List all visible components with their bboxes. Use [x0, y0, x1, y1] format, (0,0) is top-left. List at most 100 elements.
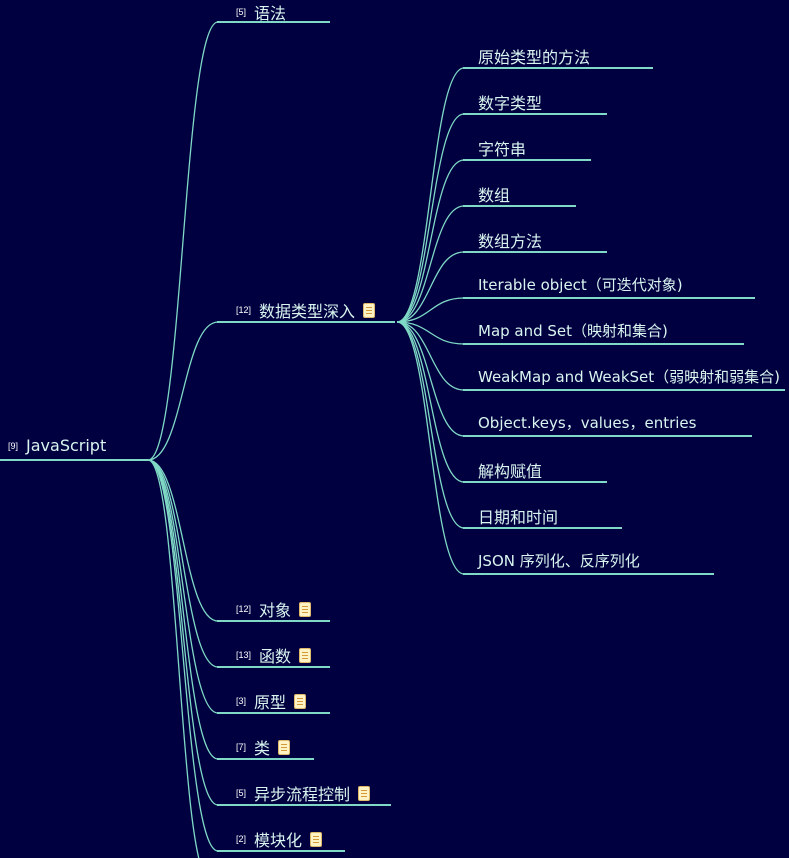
node-count: [13] — [236, 650, 252, 660]
node-label: 字符串 — [478, 140, 527, 159]
child-link — [396, 297, 465, 323]
node-label: JSON 序列化、反序列化 — [478, 552, 640, 570]
child-node[interactable]: Object.keys，values，entries — [478, 412, 696, 433]
branch-link — [147, 459, 200, 858]
child-node[interactable]: WeakMap and WeakSet（弱映射和弱集合) — [478, 366, 780, 387]
node-label: 原型 — [254, 693, 287, 712]
node-count: [12] — [236, 604, 252, 614]
branch-node-prototype[interactable]: [3] 原型 — [236, 689, 307, 713]
child-underline — [463, 159, 591, 161]
branch-node-yufa[interactable]: [5] 语法 — [236, 0, 286, 24]
branch-underline — [217, 321, 395, 323]
child-link — [396, 113, 465, 323]
child-underline — [463, 573, 714, 575]
node-count: [7] — [236, 742, 247, 752]
branch-link — [147, 321, 219, 461]
note-icon[interactable] — [363, 302, 376, 318]
child-underline — [463, 67, 653, 69]
note-icon[interactable] — [299, 601, 312, 617]
note-icon[interactable] — [299, 647, 312, 663]
note-icon[interactable] — [358, 785, 371, 801]
node-label: 语法 — [254, 4, 287, 23]
child-node[interactable]: 数字类型 — [478, 90, 542, 114]
node-label: 数据类型深入 — [259, 302, 356, 321]
branch-link — [147, 459, 219, 714]
branch-link — [147, 21, 219, 461]
child-link — [396, 159, 465, 323]
child-underline — [463, 481, 607, 483]
node-count: [5] — [236, 7, 247, 17]
child-link — [396, 67, 465, 323]
node-label: JavaScript — [26, 436, 107, 455]
node-label: 模块化 — [254, 831, 303, 850]
branch-underline — [217, 666, 330, 668]
branch-underline — [217, 850, 345, 852]
branch-underline — [217, 620, 330, 622]
child-node[interactable]: JSON 序列化、反序列化 — [478, 550, 640, 571]
node-label: 数组 — [478, 186, 511, 205]
child-node[interactable]: 字符串 — [478, 136, 526, 160]
node-count: [5] — [236, 788, 247, 798]
child-node[interactable]: 数组 — [478, 182, 510, 206]
branch-link — [147, 459, 219, 806]
node-label: Object.keys，values，entries — [478, 414, 697, 432]
node-label: 对象 — [259, 601, 292, 620]
child-underline — [463, 343, 744, 345]
branch-node-function[interactable]: [13] 函数 — [236, 643, 312, 667]
node-label: Map and Set（映射和集合) — [478, 322, 668, 340]
branch-link — [147, 459, 219, 668]
node-label: Iterable object（可迭代对象) — [478, 276, 683, 294]
child-link — [396, 251, 465, 323]
note-icon[interactable] — [294, 693, 307, 709]
node-count: [9] — [8, 440, 19, 451]
node-count: [3] — [236, 696, 247, 706]
child-node[interactable]: Map and Set（映射和集合) — [478, 320, 668, 341]
node-label: 异步流程控制 — [254, 785, 351, 804]
note-icon[interactable] — [310, 831, 323, 847]
child-underline — [463, 435, 752, 437]
child-underline — [463, 389, 785, 391]
child-node[interactable]: Iterable object（可迭代对象) — [478, 274, 683, 295]
child-underline — [463, 527, 622, 529]
child-link — [396, 321, 465, 345]
child-underline — [463, 297, 755, 299]
child-underline — [463, 251, 607, 253]
branch-node-object[interactable]: [12] 对象 — [236, 597, 312, 621]
branch-node-async[interactable]: [5] 异步流程控制 — [236, 781, 371, 805]
branch-link — [147, 459, 219, 760]
child-node[interactable]: 解构赋值 — [478, 458, 542, 482]
node-label: 类 — [254, 739, 271, 758]
child-node[interactable]: 日期和时间 — [478, 504, 558, 528]
branch-node-module[interactable]: [2] 模块化 — [236, 827, 323, 851]
branch-link — [147, 459, 219, 852]
branch-node-class[interactable]: [7] 类 — [236, 735, 291, 759]
branch-underline — [217, 712, 330, 714]
child-node[interactable]: 数组方法 — [478, 228, 542, 252]
branch-underline — [217, 21, 330, 23]
child-link — [396, 205, 465, 323]
branch-underline — [217, 804, 391, 806]
note-icon[interactable] — [278, 739, 291, 755]
child-link — [396, 321, 465, 529]
child-link — [396, 321, 465, 483]
branch-underline — [217, 758, 314, 760]
node-label: WeakMap and WeakSet（弱映射和弱集合) — [478, 368, 781, 386]
child-link — [396, 321, 465, 437]
node-label: 原始类型的方法 — [478, 48, 591, 67]
node-label: 日期和时间 — [478, 508, 559, 527]
node-label: 解构赋值 — [478, 462, 543, 481]
root-node-javascript[interactable]: [9] JavaScript — [8, 436, 106, 455]
node-count: [2] — [236, 834, 247, 844]
branch-link — [147, 459, 219, 622]
node-count: [12] — [236, 305, 252, 315]
branch-node-datatypes[interactable]: [12] 数据类型深入 — [236, 298, 376, 322]
child-underline — [463, 205, 576, 207]
child-node[interactable]: 原始类型的方法 — [478, 44, 590, 68]
node-label: 数组方法 — [478, 232, 543, 251]
node-label: 数字类型 — [478, 94, 543, 113]
root-underline — [0, 459, 148, 461]
node-label: 函数 — [259, 647, 292, 666]
child-link — [396, 321, 465, 391]
child-link — [396, 321, 465, 575]
